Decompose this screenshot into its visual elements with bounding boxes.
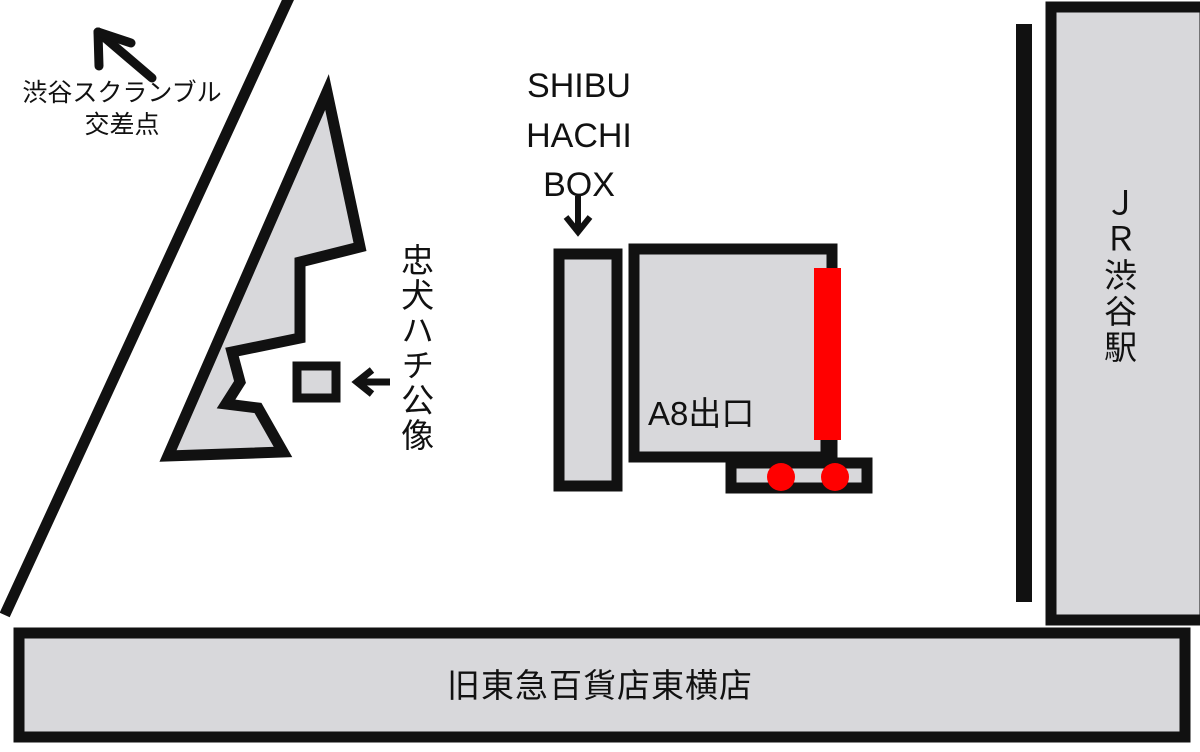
scramble-crossing-road xyxy=(0,0,294,618)
label-a8-exit: A8出口 xyxy=(648,395,755,432)
arrow-left-icon xyxy=(351,367,390,397)
arrow-up-left-icon xyxy=(93,27,157,83)
entrance-marker-right xyxy=(821,463,849,491)
label-scramble-crossing: 渋谷スクランブル 交差点 xyxy=(22,79,222,139)
tokyu-department-building xyxy=(13,627,1191,743)
a8-exit-building xyxy=(628,243,838,463)
label-jr-shibuya-station: ＪＲ渋谷駅 xyxy=(1099,186,1137,366)
arrow-down-icon xyxy=(563,196,593,237)
hachiko-plaza-polygon xyxy=(159,74,367,462)
label-tokyu-department: 旧東急百貨店東横店 xyxy=(447,667,753,704)
highlighted-corridor xyxy=(814,268,841,440)
shibu-hachi-box-building xyxy=(553,248,623,492)
label-hachiko-statue: 忠犬ハチ公像 xyxy=(396,243,434,453)
hachiko-statue-marker xyxy=(292,361,341,403)
station-wall-bar xyxy=(1016,24,1032,602)
entrance-marker-left xyxy=(767,463,795,491)
label-shibu-hachi-box: SHIBU HACHI BOX xyxy=(526,67,632,205)
jr-shibuya-station-building xyxy=(1045,1,1200,626)
